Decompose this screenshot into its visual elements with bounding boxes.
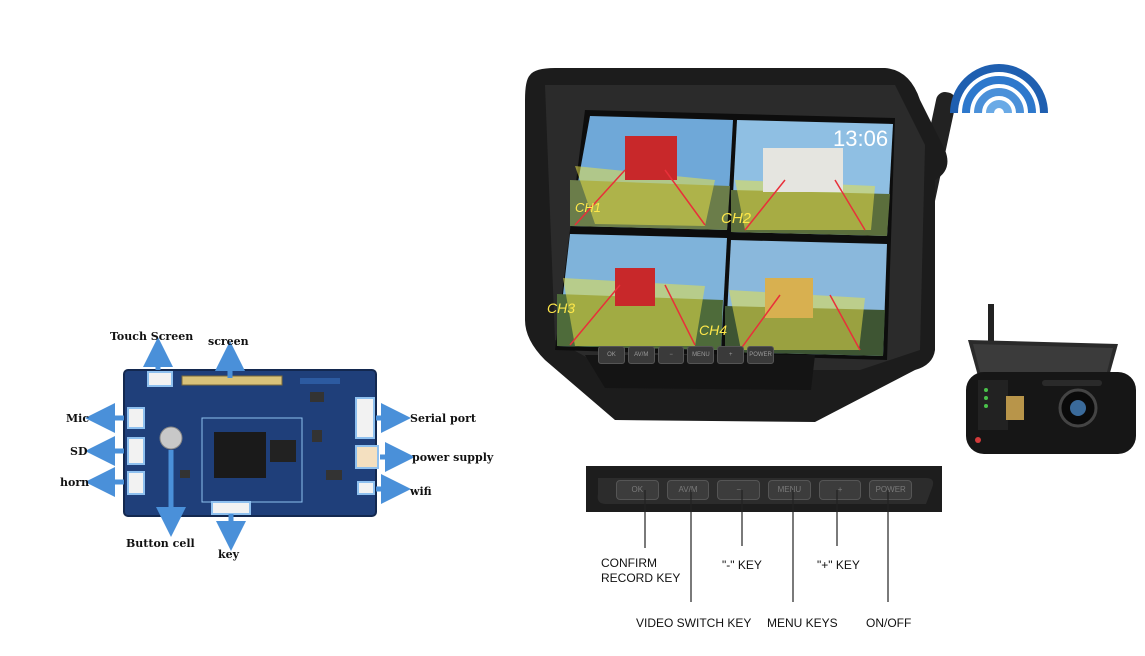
label-button-cell: Button cell (126, 537, 195, 550)
main-chip (214, 432, 266, 478)
keypad-plus-button[interactable]: + (818, 480, 862, 500)
sd-connector (127, 437, 145, 465)
key-connector (211, 501, 251, 515)
monitor-power-button[interactable]: POWER (747, 346, 774, 364)
wifi-signal-icon (950, 64, 1048, 114)
label-on-off: ON/OFF (866, 616, 912, 630)
monitor-menu-button[interactable]: MENU (687, 346, 715, 364)
label-plus-key: "+" KEY (817, 558, 860, 572)
keypad-leader-lines (644, 490, 889, 602)
label-video-switch: VIDEO SWITCH KEY (636, 616, 752, 630)
label-horn: horn (60, 476, 90, 489)
monitor-avm-button[interactable]: AV/M (627, 346, 655, 364)
pcb-illustration (85, 337, 415, 551)
mic-connector (127, 407, 145, 429)
label-wifi: wifi (410, 485, 432, 498)
label-touch-screen: Touch Screen (110, 330, 194, 343)
monitor-button-row: OK AV/M − MENU + POWER (598, 346, 774, 364)
wireless-camera (966, 304, 1136, 454)
pcb-diagram: Touch Screen screen Mic SD horn Serial p… (0, 0, 520, 656)
touch-connector (147, 371, 173, 387)
label-power-supply: power supply (412, 451, 494, 464)
label-menu-keys: MENU KEYS (767, 616, 838, 630)
ch4-label: CH4 (699, 322, 728, 338)
monitor-plus-button[interactable]: + (717, 346, 745, 364)
monitor-product: 13:06 CH1 CH2 CH3 CH4 OK AV/M − MENU + P… (515, 30, 955, 440)
ch3-label: CH3 (547, 300, 576, 316)
ch2-label: CH2 (721, 210, 752, 227)
label-sd: SD (70, 445, 88, 458)
monitor-time: 13:06 (833, 126, 889, 151)
label-screen: screen (208, 335, 249, 348)
label-minus-key: "-" KEY (722, 558, 762, 572)
power-connector (355, 445, 379, 469)
button-cell (159, 426, 183, 450)
keypad-minus-button[interactable]: − (717, 480, 761, 500)
ch1-label: CH1 (575, 200, 602, 215)
monitor-body (525, 68, 955, 422)
serial-connector (355, 397, 375, 439)
monitor-minus-button[interactable]: − (657, 346, 685, 364)
keypad-avm-button[interactable]: AV/M (666, 480, 710, 500)
monitor-ok-button[interactable]: OK (598, 346, 625, 364)
keypad-ok-button[interactable]: OK (616, 480, 659, 500)
keypad-button-row: OK AV/M − MENU + POWER (616, 480, 913, 500)
wifi-connector (357, 481, 375, 495)
keypad-menu-button[interactable]: MENU (768, 480, 811, 500)
label-record-key: RECORD KEY (601, 571, 681, 585)
label-confirm: CONFIRM (601, 556, 657, 570)
label-mic: Mic (66, 412, 90, 425)
horn-connector (127, 471, 145, 495)
label-key: key (218, 548, 240, 561)
keypad-closeup: OK AV/M − MENU + POWER (586, 466, 942, 512)
keypad-power-button[interactable]: POWER (869, 480, 913, 500)
label-serial-port: Serial port (410, 412, 476, 425)
